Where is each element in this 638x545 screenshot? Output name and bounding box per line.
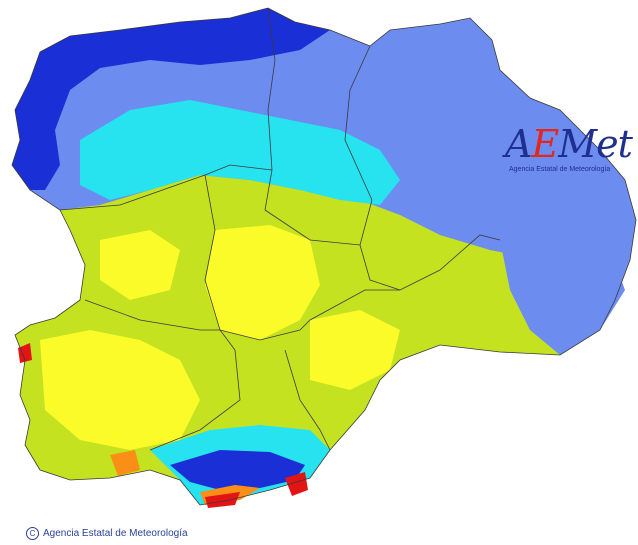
- province-border-line: [284, 349, 331, 451]
- copyright-footer: C Agencia Estatal de Meteorología: [26, 527, 188, 540]
- province-border-line: [359, 244, 401, 291]
- zone-yellow-west: [100, 230, 180, 300]
- zone-dark-blue-northwest: [12, 8, 330, 190]
- copyright-text: Agencia Estatal de Meteorología: [43, 528, 188, 540]
- province-border-line: [59, 174, 206, 211]
- province-border-line: [149, 349, 241, 451]
- aemet-logo: AEMet Agencia Estatal de Meteorología: [505, 122, 633, 182]
- province-border-line: [219, 234, 501, 341]
- zone-yellow-southwest: [40, 330, 200, 450]
- aemet-logo-subtitle: Agencia Estatal de Meteorología: [509, 166, 611, 173]
- aemet-logo-word: AEMet: [505, 122, 633, 166]
- zone-medium-blue-east: [500, 230, 625, 355]
- zone-red-west: [18, 343, 32, 363]
- zone-dark-blue-south: [170, 450, 305, 490]
- zone-yellow-center: [205, 225, 320, 340]
- zone-orange-southwest: [110, 450, 140, 476]
- province-borders: [59, 7, 501, 451]
- region-border: [11, 7, 637, 506]
- zone-cyan-band: [80, 100, 400, 205]
- copyright-icon: C: [26, 527, 39, 540]
- province-border-line: [344, 45, 373, 201]
- province-border-line: [84, 299, 220, 331]
- province-border-line: [264, 169, 373, 246]
- zone-red-southeast: [285, 472, 308, 496]
- zone-yellow-south: [310, 310, 400, 390]
- province-border-line: [267, 7, 276, 171]
- zone-red-south: [205, 492, 240, 508]
